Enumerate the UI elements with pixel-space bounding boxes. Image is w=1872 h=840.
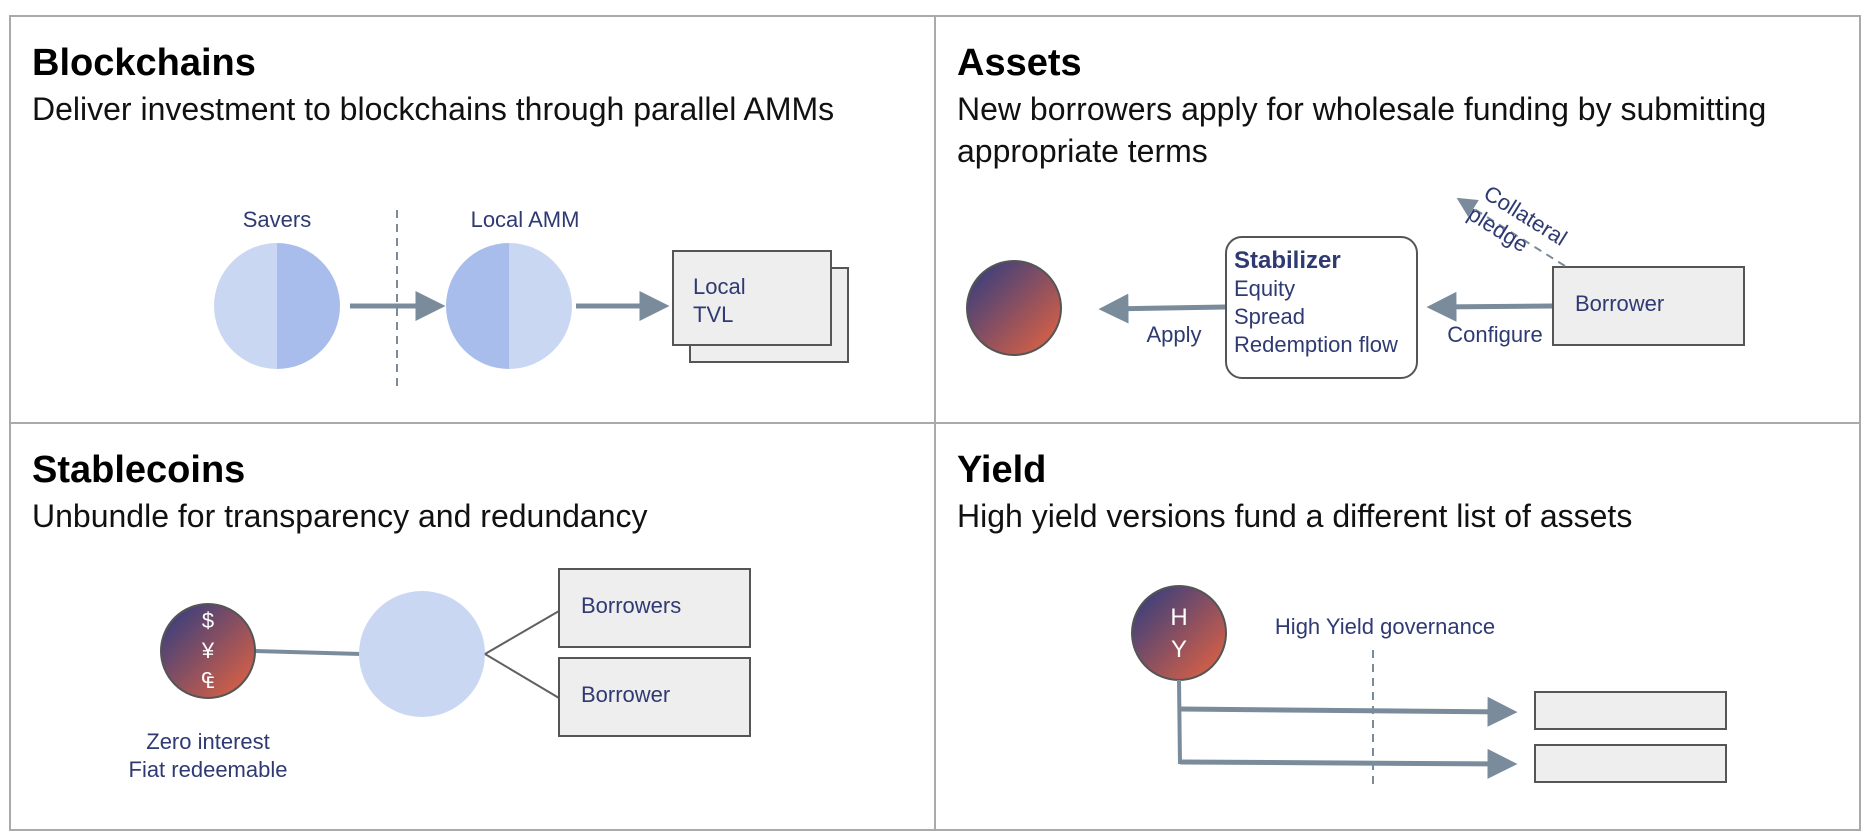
- panel-assets: Assets New borrowers apply for wholesale…: [957, 42, 1766, 379]
- grid-frame: [9, 15, 1861, 831]
- tvl-label-line1: Local: [693, 274, 746, 299]
- dollar-symbol: $: [202, 608, 214, 633]
- high-yield-asset-box-2: [1534, 744, 1727, 783]
- stablecoin-pool: [359, 591, 485, 717]
- euro-currency-symbol: ₠: [202, 668, 215, 693]
- stablecoin-caption-line2: Fiat redeemable: [129, 757, 288, 782]
- borrower-box: Borrower: [558, 657, 751, 737]
- panel-title: Blockchains: [32, 42, 256, 84]
- panel-yield: Yield High yield versions fund a differe…: [957, 449, 1727, 785]
- collateral-pledge-text: Collateral pledge: [1463, 180, 1571, 257]
- configure-arrow: [1426, 291, 1553, 322]
- yield-branch-arrow-2: [1179, 748, 1518, 779]
- stablecoin-caption-line1: Zero interest: [146, 729, 270, 754]
- panel-subtitle: Unbundle for transparency and redundancy: [32, 498, 648, 534]
- panel-title: Stablecoins: [32, 449, 245, 491]
- stabilizer-item-spread: Spread: [1234, 304, 1305, 329]
- borrower-label: Borrower: [1575, 291, 1664, 316]
- panel-stablecoins: Stablecoins Unbundle for transparency an…: [32, 449, 751, 782]
- borrower-box: Borrower: [1552, 266, 1745, 346]
- configure-label: Configure: [1447, 322, 1542, 347]
- apply-label: Apply: [1146, 322, 1201, 347]
- tvl-label-line2: TVL: [693, 302, 733, 327]
- panel-subtitle: High yield versions fund a different lis…: [957, 498, 1632, 534]
- stabilizer-title: Stabilizer: [1234, 247, 1341, 274]
- borrowers-box: Borrowers: [558, 568, 751, 648]
- local-amm-label: Local AMM: [471, 207, 580, 232]
- asset-coin: [966, 260, 1062, 356]
- pool-to-borrowers-link: [484, 610, 560, 655]
- coin-letter-h: H: [1170, 604, 1187, 631]
- borrower-label: Borrower: [581, 682, 670, 707]
- pool-to-borrower-link: [484, 653, 560, 699]
- stabilizer-item-redemption-flow: Redemption flow: [1234, 332, 1398, 357]
- savers-label: Savers: [243, 207, 311, 232]
- panel-subtitle-line1: New borrowers apply for wholesale fundin…: [957, 91, 1766, 127]
- local-tvl-stack: Local TVL: [672, 250, 849, 363]
- panel-subtitle: Deliver investment to blockchains throug…: [32, 91, 834, 127]
- stablecoin-coin: $ ¥ ₠: [160, 603, 256, 699]
- panel-title: Assets: [957, 42, 1082, 84]
- yield-branch-arrow-1: [1179, 696, 1518, 727]
- coin-letter-y: Y: [1171, 636, 1187, 663]
- yen-symbol: ¥: [201, 638, 215, 663]
- borrowers-label: Borrowers: [581, 593, 681, 618]
- high-yield-coin: H Y: [1131, 585, 1227, 681]
- panel-subtitle-line2: appropriate terms: [957, 133, 1208, 169]
- high-yield-asset-box-1: [1534, 691, 1727, 730]
- stabilizer-item-equity: Equity: [1234, 276, 1295, 301]
- collateral-pledge-arrow: [1456, 197, 1566, 267]
- savers-pool: [214, 243, 340, 369]
- yield-trunk-line: [1177, 679, 1182, 765]
- stablecoin-to-pool-link: [254, 649, 362, 656]
- governance-label: High Yield governance: [1275, 614, 1495, 639]
- apply-arrow: [1098, 293, 1227, 324]
- panel-blockchains: Blockchains Deliver investment to blockc…: [32, 42, 849, 390]
- panel-title: Yield: [957, 449, 1046, 491]
- stabilizer-box: Stabilizer Equity Spread Redemption flow: [1225, 236, 1418, 379]
- local-amm-pool: [446, 243, 572, 369]
